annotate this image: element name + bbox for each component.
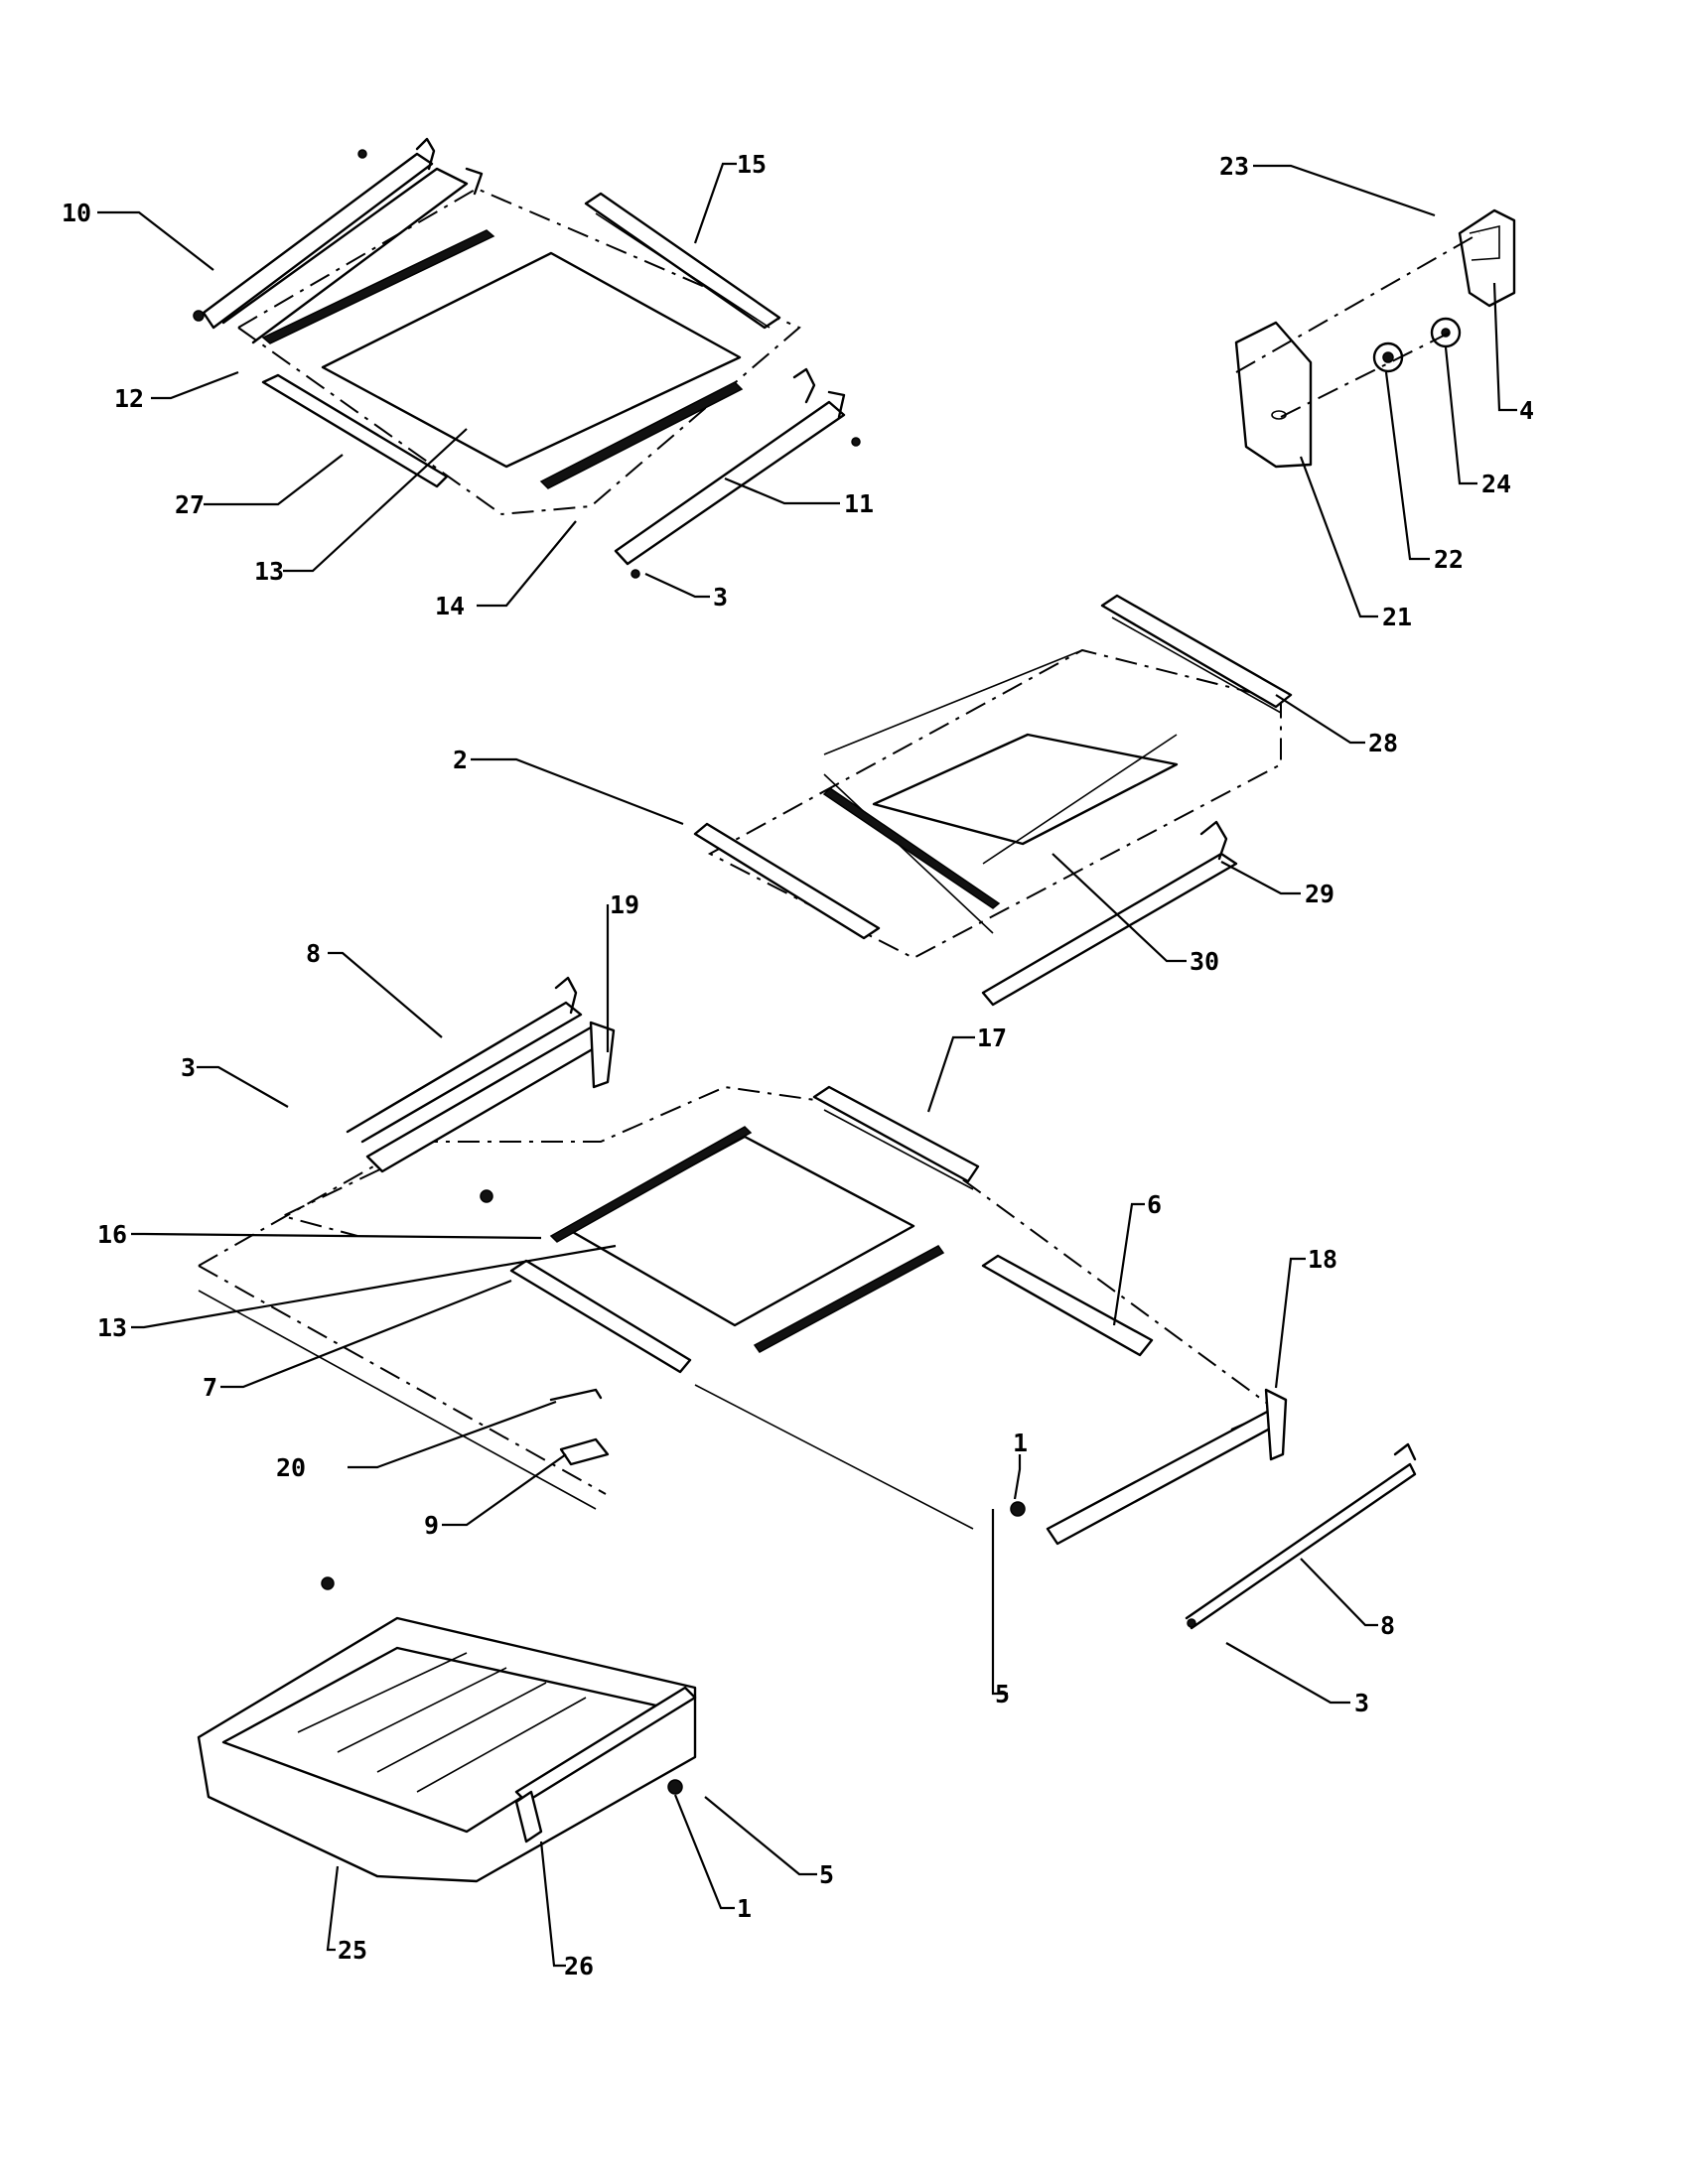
callout-16: 16 xyxy=(97,1220,127,1249)
callout-1-lower: 1 xyxy=(737,1894,752,1923)
callout-14: 14 xyxy=(435,592,465,620)
callout-7: 7 xyxy=(203,1373,217,1402)
callout-5-lower: 5 xyxy=(819,1860,834,1889)
callout-1-upper: 1 xyxy=(1013,1429,1028,1457)
callout-19: 19 xyxy=(610,890,639,919)
callout-8-upper: 8 xyxy=(306,939,321,968)
callout-3-lower: 3 xyxy=(1354,1689,1369,1717)
upper-shelf-assembly xyxy=(193,137,861,579)
callout-17: 17 xyxy=(977,1024,1007,1052)
bracket-assembly xyxy=(1234,208,1516,469)
callout-12: 12 xyxy=(114,384,144,413)
callout-20: 20 xyxy=(276,1453,306,1482)
callout-labels: 10 15 12 27 13 14 11 3 23 4 24 22 21 28 … xyxy=(62,150,1534,1980)
callout-25: 25 xyxy=(338,1936,367,1965)
callout-22: 22 xyxy=(1434,545,1464,574)
callout-27: 27 xyxy=(175,490,205,519)
crisper-drawer xyxy=(197,1616,697,1883)
callout-9: 9 xyxy=(424,1511,439,1540)
callout-29: 29 xyxy=(1305,880,1334,908)
callout-4: 4 xyxy=(1519,396,1534,425)
callout-5-upper: 5 xyxy=(995,1680,1010,1708)
callout-3-upper: 3 xyxy=(713,583,728,612)
callout-21: 21 xyxy=(1382,603,1412,631)
callout-8-lower: 8 xyxy=(1380,1611,1395,1640)
callout-28: 28 xyxy=(1368,729,1398,757)
lower-shelf-assembly xyxy=(198,976,1417,1795)
middle-shelf-assembly xyxy=(693,594,1293,1007)
callout-30: 30 xyxy=(1190,947,1219,976)
callout-2: 2 xyxy=(453,746,468,774)
callout-18: 18 xyxy=(1308,1245,1337,1274)
callout-10: 10 xyxy=(62,199,91,227)
callout-26: 26 xyxy=(564,1952,594,1980)
callout-3-middle: 3 xyxy=(181,1053,196,1082)
callout-6: 6 xyxy=(1147,1190,1162,1219)
leader-lines xyxy=(97,162,1517,1968)
callout-24: 24 xyxy=(1481,470,1511,498)
callout-11: 11 xyxy=(844,489,874,518)
callout-13-lower: 13 xyxy=(97,1313,127,1342)
callout-23: 23 xyxy=(1219,152,1249,181)
callout-13-upper: 13 xyxy=(254,557,284,586)
callout-15: 15 xyxy=(737,150,767,179)
